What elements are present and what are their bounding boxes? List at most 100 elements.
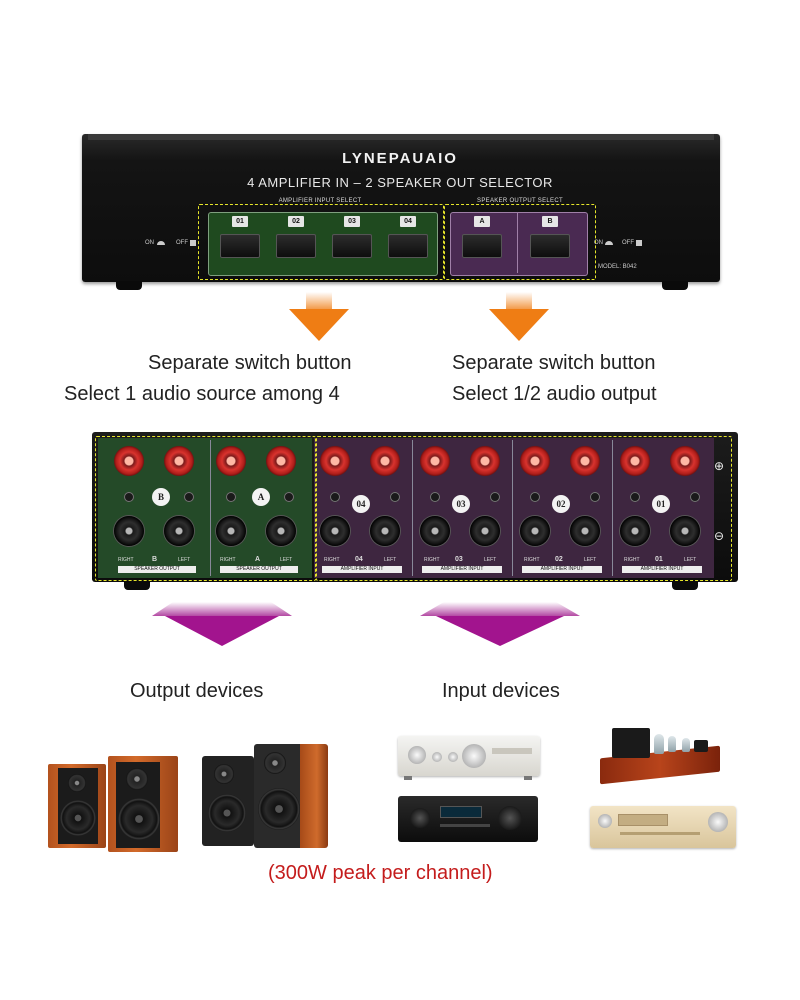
amp-btn-02-number: 02 — [288, 216, 304, 227]
channel-04-badge: 04 — [352, 495, 370, 513]
power-off-label-left: OFF — [176, 240, 188, 246]
channel-03-left-label: LEFT — [484, 557, 497, 563]
vacuum-tube-icon — [682, 738, 690, 752]
channel-01-left-label: LEFT — [684, 557, 697, 563]
receiver-buttons-row — [440, 824, 490, 827]
purple-arrow-left-icon — [165, 616, 279, 646]
channel-01-foot-label: AMPLIFIER INPUT — [622, 566, 702, 573]
terminal-01-right-black — [620, 516, 650, 546]
screw-a-2 — [284, 492, 294, 502]
speaker-terminals-highlight — [95, 436, 316, 581]
channel-a-mid-label: A — [255, 556, 261, 563]
front-foot-right — [662, 281, 688, 290]
channel-04-right-label: RIGHT — [324, 557, 340, 563]
screw-b-2 — [184, 492, 194, 502]
brand-logo: LYNEPAUAIO — [342, 150, 458, 167]
tweeter-icon — [68, 774, 86, 792]
terminal-a-left-red — [266, 446, 296, 476]
knob-icon — [410, 808, 430, 828]
terminal-04-right-black — [320, 516, 350, 546]
front-panel-top-edge — [88, 134, 714, 140]
channel-a-badge: A — [252, 488, 270, 506]
terminal-02-left-red — [570, 446, 600, 476]
terminal-b-right-black — [114, 516, 144, 546]
terminal-03-right-red — [420, 446, 450, 476]
vacuum-tube-icon — [668, 736, 676, 752]
terminal-03-right-black — [420, 516, 450, 546]
channel-02-left-label: LEFT — [584, 557, 597, 563]
speaker-output-a-button[interactable] — [462, 234, 502, 258]
channel-03-foot-label: AMPLIFIER INPUT — [422, 566, 502, 573]
channel-01-mid-label: 01 — [655, 556, 663, 563]
channel-02-right-label: RIGHT — [524, 557, 540, 563]
channel-04-left-label: LEFT — [384, 557, 397, 563]
volume-knob-icon — [462, 744, 486, 768]
rear-foot-left — [124, 581, 150, 590]
screw-01-1 — [630, 492, 640, 502]
screw-04-2 — [390, 492, 400, 502]
purple-arrow-right-stem — [420, 602, 580, 616]
amplifier-select-highlight — [198, 204, 444, 280]
power-on-icon-right — [605, 241, 613, 245]
front-panel-title: 4 AMPLIFIER IN – 2 SPEAKER OUT SELECTOR — [247, 175, 553, 190]
front-foot-left — [116, 281, 142, 290]
amp-input-02-button[interactable] — [276, 234, 316, 258]
channel-01-badge: 01 — [652, 495, 670, 513]
transformer-cover-small — [694, 740, 708, 752]
channel-a-right-label: RIGHT — [220, 557, 236, 563]
orange-arrow-right-stem — [506, 292, 532, 310]
power-on-label-left: ON — [145, 240, 154, 246]
channel-b-left-label: LEFT — [178, 557, 191, 563]
amp-btn-03-number: 03 — [344, 216, 360, 227]
speaker-select-highlight — [444, 204, 596, 280]
amp-input-01-button[interactable] — [220, 234, 260, 258]
spk-btn-a-letter: A — [474, 216, 490, 227]
speaker-output-b-button[interactable] — [530, 234, 570, 258]
channel-02-foot-label: AMPLIFIER INPUT — [522, 566, 602, 573]
power-off-label-right: OFF — [622, 240, 634, 246]
screw-03-1 — [430, 492, 440, 502]
channel-03-right-label: RIGHT — [424, 557, 440, 563]
screw-03-2 — [490, 492, 500, 502]
amp-input-03-button[interactable] — [332, 234, 372, 258]
display-strip — [492, 748, 532, 754]
terminal-04-left-black — [370, 516, 400, 546]
amplifier-select-label: AMPLIFIER INPUT SELECT — [278, 198, 362, 204]
tweeter-icon — [264, 752, 286, 774]
woofer-icon — [118, 798, 160, 840]
negative-polarity-icon: ⊖ — [714, 529, 725, 543]
terminal-01-right-red — [620, 446, 650, 476]
amp-input-04-button[interactable] — [388, 234, 428, 258]
rear-divider-4 — [612, 440, 613, 576]
volume-knob-icon — [708, 812, 728, 832]
screw-02-2 — [590, 492, 600, 502]
terminal-01-left-black — [670, 516, 700, 546]
speaker-group-divider — [517, 213, 518, 273]
vacuum-tube-icon — [654, 734, 664, 754]
terminal-02-right-black — [520, 516, 550, 546]
knob-icon — [448, 752, 458, 762]
peak-power-note: (300W peak per channel) — [268, 862, 493, 884]
terminal-02-right-red — [520, 446, 550, 476]
terminal-02-left-black — [570, 516, 600, 546]
caption-right-line1: Separate switch button — [452, 352, 656, 374]
channel-b-badge: B — [152, 488, 170, 506]
screw-02-1 — [530, 492, 540, 502]
terminal-04-right-red — [320, 446, 350, 476]
transformer-cover — [612, 728, 650, 758]
knob-icon — [408, 746, 426, 764]
knob-icon — [598, 814, 612, 828]
terminal-03-left-black — [470, 516, 500, 546]
orange-arrow-right-icon — [489, 309, 549, 341]
channel-03-badge: 03 — [452, 495, 470, 513]
woofer-icon — [208, 794, 246, 832]
model-label: MODEL: B042 — [598, 264, 637, 270]
positive-polarity-icon: ⊕ — [714, 459, 725, 473]
woofer-icon — [258, 788, 300, 830]
channel-03-mid-label: 03 — [455, 556, 463, 563]
purple-arrow-right-icon — [436, 616, 564, 646]
speaker-select-label: SPEAKER OUTPUT SELECT — [477, 198, 563, 204]
purple-arrow-left-stem — [152, 602, 292, 616]
rear-divider-3 — [512, 440, 513, 576]
channel-02-mid-label: 02 — [555, 556, 563, 563]
